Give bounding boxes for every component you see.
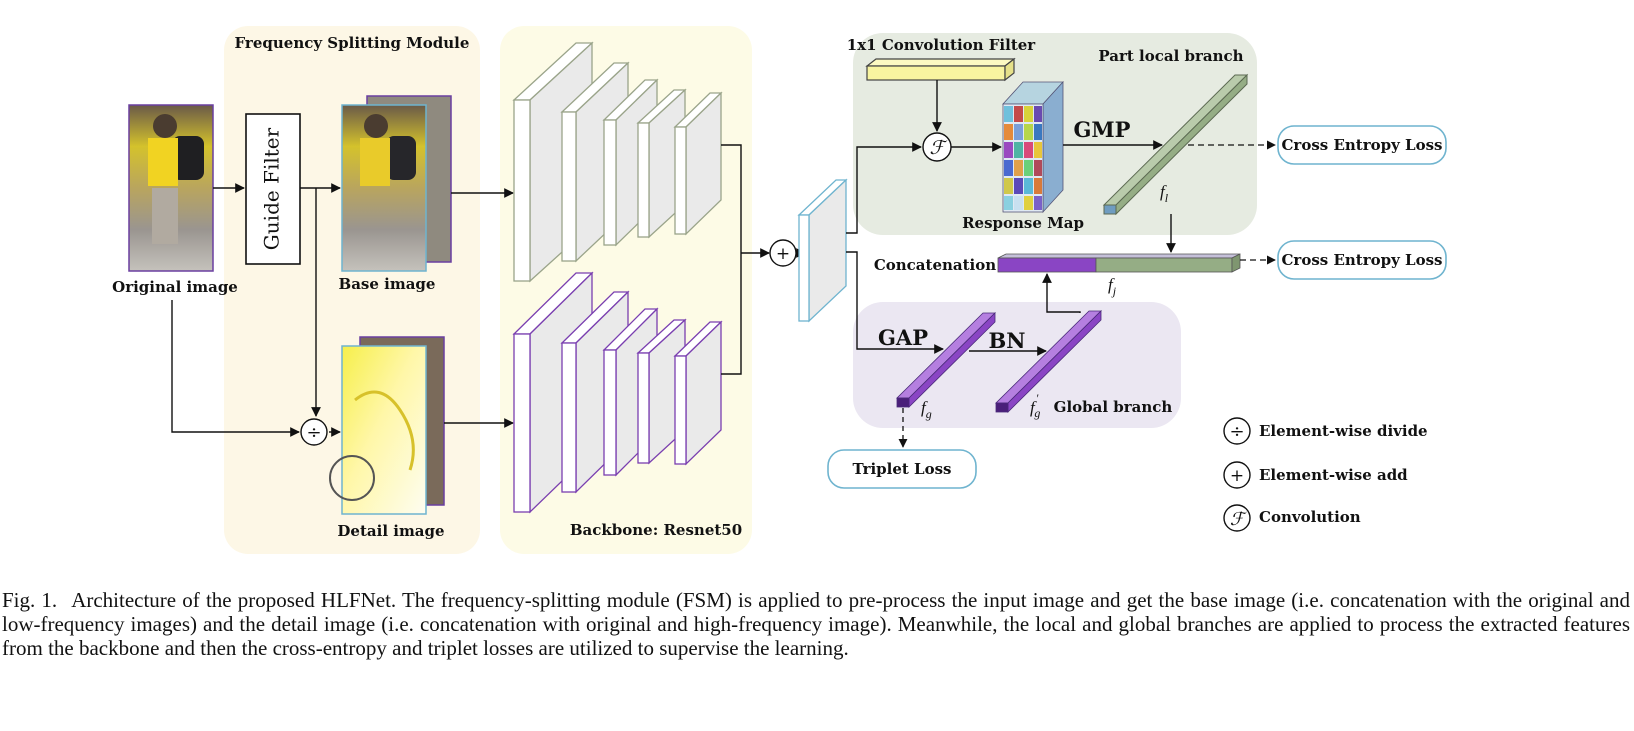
svg-text:Triplet Loss: Triplet Loss	[853, 460, 952, 478]
svg-text:÷: ÷	[306, 422, 321, 443]
svg-text:+: +	[1230, 466, 1244, 486]
guide-filter-box	[245, 113, 301, 265]
legend: ÷ Element-wise divide + Element-wise add…	[1223, 417, 1428, 532]
f-j-label: fj	[1108, 275, 1117, 298]
figure-caption: Fig. 1.Architecture of the proposed HLFN…	[2, 588, 1630, 660]
gap-label: GAP	[878, 325, 928, 350]
svg-text:Element-wise divide: Element-wise divide	[1259, 422, 1428, 440]
conv-filter-bar	[865, 57, 1016, 82]
architecture-diagram: Frequency Splitting Module Backbone: Res…	[112, 26, 1447, 554]
f-l-label: fl	[1160, 182, 1169, 205]
branch-split	[846, 142, 944, 354]
backbone-detail-stream	[512, 271, 723, 514]
cross-entropy-loss-mid: Cross Entropy Loss	[1277, 240, 1447, 280]
original-image-label: Original image	[112, 278, 238, 296]
convolution-op: ℱ	[922, 132, 952, 162]
divide-op: ÷	[300, 418, 328, 446]
gap-feature-bar	[896, 312, 996, 408]
fsm-title: Frequency Splitting Module	[235, 34, 470, 52]
bn-label: BN	[989, 328, 1026, 353]
part-local-title: Part local branch	[1098, 47, 1243, 65]
add-op: +	[769, 239, 797, 267]
svg-text:+: +	[776, 244, 790, 264]
base-image	[341, 95, 452, 272]
f-g-prime-label: f'g	[1030, 391, 1040, 420]
local-feature-bar	[1102, 73, 1249, 216]
concatenation-bar	[997, 253, 1241, 273]
backbone-title: Backbone: Resnet50	[570, 521, 742, 539]
merged-feature-map	[797, 178, 848, 323]
response-map	[1002, 80, 1064, 214]
detail-image	[329, 336, 445, 515]
base-image-label: Base image	[339, 275, 436, 293]
bn-feature-bar	[995, 310, 1102, 413]
legend-convolution: ℱ Convolution	[1223, 504, 1361, 532]
svg-text:Convolution: Convolution	[1259, 508, 1361, 526]
gmp-label: GMP	[1074, 117, 1131, 142]
backbone-base-stream	[512, 41, 723, 283]
response-map-label: Response Map	[962, 214, 1084, 232]
original-image	[128, 104, 214, 272]
fsm-connections	[171, 183, 514, 437]
f-g-label: fg	[921, 398, 932, 421]
legend-divide: ÷ Element-wise divide	[1223, 417, 1428, 445]
guide-filter-label: Guide Filter	[260, 127, 284, 250]
triplet-loss: Triplet Loss	[827, 449, 977, 489]
svg-text:Cross Entropy Loss: Cross Entropy Loss	[1281, 251, 1442, 269]
svg-text:Element-wise add: Element-wise add	[1259, 466, 1408, 484]
detail-image-label: Detail image	[337, 522, 444, 540]
figure-number: Fig. 1.	[2, 588, 58, 612]
global-branch-title: Global branch	[1054, 398, 1173, 416]
legend-add: + Element-wise add	[1223, 461, 1408, 489]
cross-entropy-loss-top: Cross Entropy Loss	[1277, 125, 1447, 165]
svg-text:÷: ÷	[1229, 421, 1244, 442]
svg-text:Cross Entropy Loss: Cross Entropy Loss	[1281, 136, 1442, 154]
svg-text:ℱ: ℱ	[930, 137, 948, 159]
concatenation-label: Concatenation	[874, 256, 996, 274]
conv-filter-title: 1x1 Convolution Filter	[847, 36, 1036, 54]
caption-text: Architecture of the proposed HLFNet. The…	[2, 588, 1631, 660]
bn-to-concat-arrow	[1042, 273, 1081, 313]
global-branch-bg	[853, 302, 1181, 428]
svg-text:ℱ: ℱ	[1230, 509, 1247, 530]
